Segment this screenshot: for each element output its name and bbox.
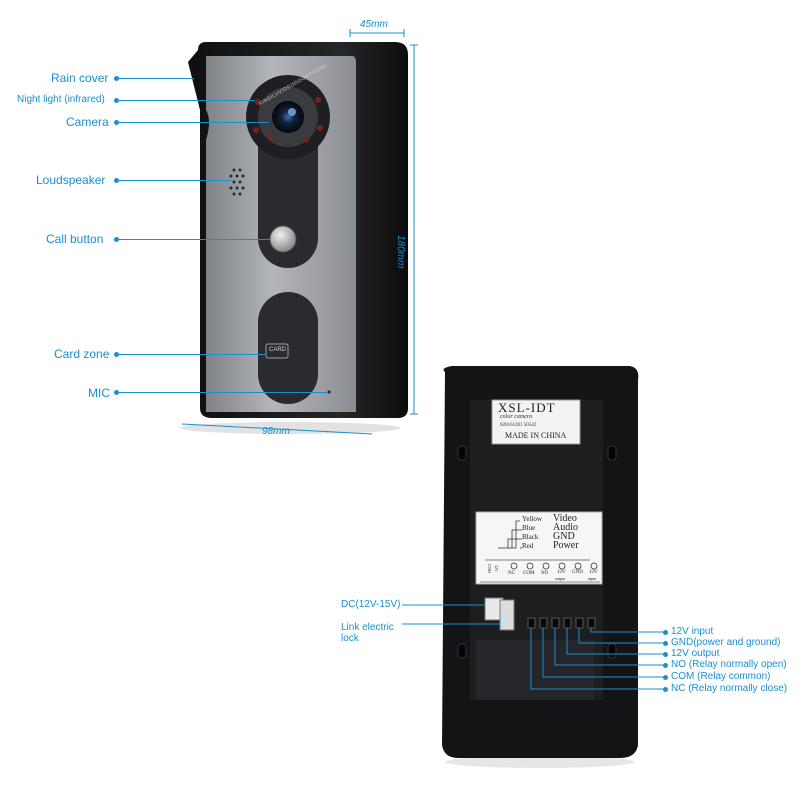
- wire-color-black: Black: [522, 533, 539, 541]
- front-unit: [180, 42, 408, 434]
- terminal-label-nc: NC: [508, 571, 515, 576]
- dc-side-gnd: GND: [486, 564, 492, 573]
- ir-led: [315, 97, 321, 103]
- mount-hole: [607, 643, 617, 659]
- leader-line: [119, 354, 266, 355]
- terminal-sub-output: output: [555, 576, 566, 581]
- label-nc: NC (Relay normally close): [671, 683, 788, 694]
- terminal-label-12v-in: 12V: [589, 570, 598, 575]
- dc-side-12v: 12V: [493, 565, 499, 572]
- terminal-label-no: NO: [541, 571, 549, 576]
- leader-line: [119, 100, 255, 101]
- back-leader-lines: [402, 604, 666, 690]
- speaker-grille: [229, 168, 245, 196]
- front-shadow: [180, 422, 400, 434]
- camera-lens: [272, 101, 304, 133]
- wiring-sticker: [475, 511, 603, 585]
- pointer-dot: [114, 390, 119, 395]
- label-card-zone: Card zone: [54, 347, 110, 361]
- ir-led: [317, 125, 323, 131]
- wire-color-yellow: Yellow: [522, 515, 542, 523]
- terminal-label-gnd: GND: [572, 570, 583, 575]
- wire-signal-video: Video: [553, 513, 577, 524]
- terminal-label-12v-out: 12V: [557, 570, 566, 575]
- wire-color-blue: Blue: [522, 524, 536, 532]
- mic-hole: [327, 390, 331, 394]
- card-zone-text: CARD: [269, 347, 287, 353]
- mount-hole: [457, 643, 467, 659]
- dimension-depth: 45mm: [360, 19, 388, 30]
- label-gnd: GND(power and ground): [671, 637, 781, 648]
- label-no: NO (Relay normally open): [671, 659, 787, 670]
- leader-line: [119, 239, 270, 240]
- pointer-dot: [663, 663, 668, 668]
- label-loudspeaker: Loudspeaker: [36, 173, 106, 187]
- terminal-symbols: [510, 562, 598, 570]
- leader-line: [119, 122, 269, 123]
- label-12v-input: 12V input: [671, 626, 714, 637]
- pointer-dot: [114, 237, 119, 242]
- pointer-dot: [663, 630, 668, 635]
- pointer-dot: [114, 76, 119, 81]
- label-mic: MIC: [88, 386, 110, 400]
- wire-signal-gnd: GND: [553, 531, 575, 542]
- label-12v-output: 12V output: [671, 648, 720, 659]
- lock-connector: [499, 599, 515, 631]
- terminal-label-com: COM: [523, 571, 535, 576]
- pointer-dot: [663, 652, 668, 657]
- model-sticker: [491, 399, 581, 445]
- pointer-dot: [114, 98, 119, 103]
- mount-hole: [607, 445, 617, 461]
- pointer-dot: [114, 178, 119, 183]
- label-camera: Camera: [66, 115, 109, 129]
- dimension-height: 180mm: [395, 235, 406, 269]
- leader-line: [119, 392, 328, 393]
- wire-color-red: Red: [522, 542, 534, 550]
- lens-highlight: [288, 108, 296, 116]
- label-link-lock-1: Link electric: [341, 622, 394, 633]
- pointer-dot: [663, 641, 668, 646]
- back-unit: [442, 366, 639, 768]
- label-night-light: Night light (infrared): [17, 94, 105, 105]
- leader-line: [119, 180, 231, 181]
- wire-signal-power: Power: [553, 540, 579, 551]
- pointer-dot: [114, 120, 119, 125]
- wire-signal-audio: Audio: [553, 522, 578, 533]
- sticker-serial: 020161201 50542: [500, 423, 537, 428]
- ir-led: [267, 135, 273, 141]
- sticker-subtitle: color camera: [500, 414, 533, 420]
- label-dc-input: DC(12V-15V): [341, 599, 401, 610]
- ir-led: [253, 127, 259, 133]
- sticker-model: XSL-IDT: [498, 400, 556, 415]
- leader-line: [119, 78, 194, 79]
- label-call-button: Call button: [46, 232, 104, 246]
- pointer-dot: [663, 675, 668, 680]
- mount-hole: [457, 445, 467, 461]
- call-button: [269, 225, 297, 253]
- ir-led: [303, 137, 309, 143]
- label-link-lock-2: lock: [341, 633, 359, 644]
- sticker-origin: MADE IN CHINA: [505, 431, 567, 440]
- back-shadow: [445, 756, 635, 768]
- back-recess: [476, 640, 594, 700]
- pointer-dot: [114, 352, 119, 357]
- dimension-width: 98mm: [262, 426, 290, 437]
- terminal-sub-input: input: [588, 576, 597, 581]
- pointer-dot: [663, 687, 668, 692]
- card-zone-icon: [265, 343, 289, 359]
- ir-led: [255, 99, 261, 105]
- label-rain-cover: Rain cover: [51, 71, 109, 85]
- label-com: COM (Relay common): [671, 671, 771, 682]
